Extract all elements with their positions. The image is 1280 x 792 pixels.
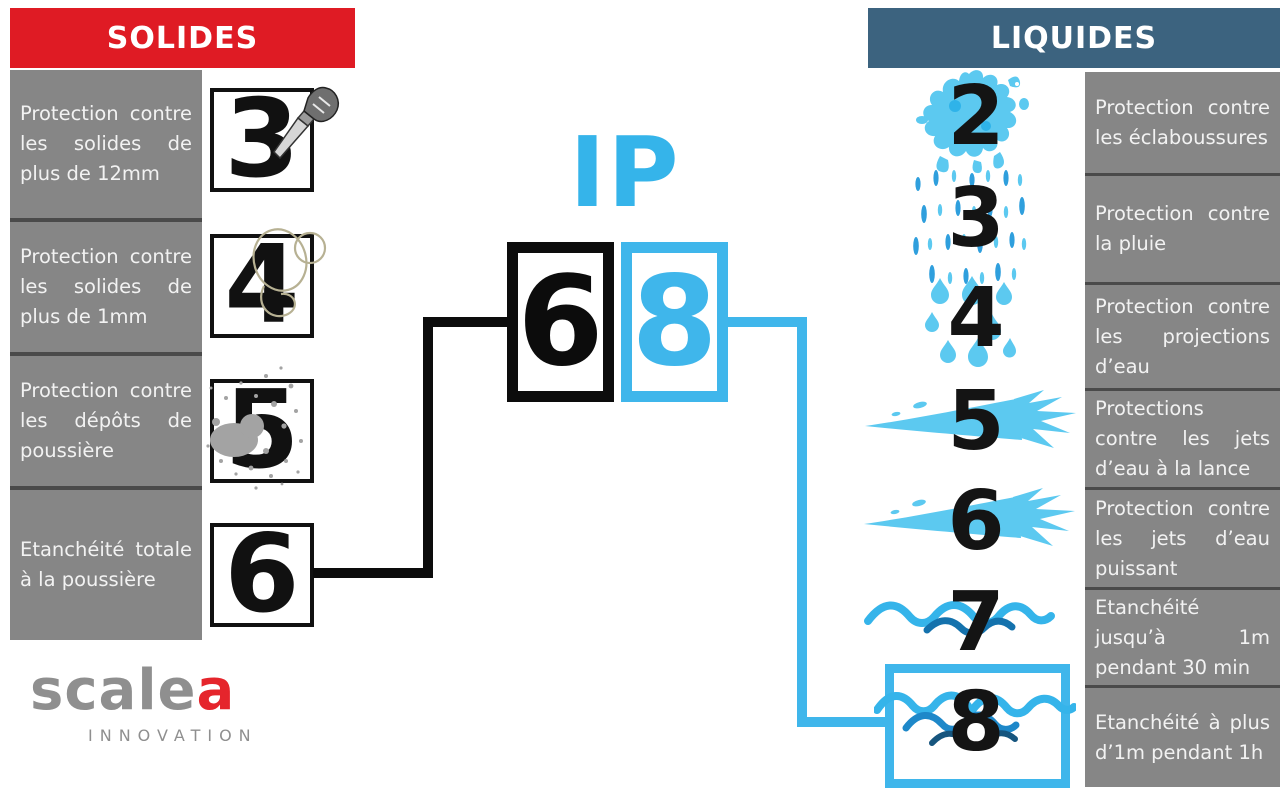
- liquid-item-8-label: Etanchéité à plus d’1m pendant 1h: [1085, 688, 1280, 787]
- ip-title: IP: [569, 116, 681, 229]
- waves-icon: [864, 601, 1055, 637]
- solid-level-6-box: 6: [210, 512, 314, 637]
- liquid-item-2-label: Protection contre les éclaboussures: [1085, 72, 1280, 173]
- drops-icon: [925, 276, 1016, 367]
- dust-icon: [206, 366, 303, 490]
- solid-level-6-digit: 6: [224, 512, 300, 637]
- wire-icon: [252, 228, 327, 318]
- solids-header: SOLIDES: [10, 8, 355, 68]
- liquid-level-3-digit: 3: [947, 171, 1005, 266]
- ip-liquid-digit: 8: [631, 250, 718, 394]
- liquid-item-6-label: Protection contre les jets d’eau puissan…: [1085, 490, 1280, 587]
- solid-item-6-label: Etanchéité totale à la poussière: [10, 490, 202, 640]
- solid-item-5-label: Protection contre les dépôts de poussièr…: [10, 356, 202, 486]
- water-jet-icon: [865, 390, 1076, 448]
- liquid-connector-line: [728, 317, 807, 327]
- deep-waves-icon: [874, 691, 1076, 749]
- ip-liquid-digit-box: 8: [621, 242, 728, 402]
- liquid-level-8-digit: 8: [947, 675, 1005, 770]
- solid-connector-line: [433, 317, 507, 327]
- liquids-panel: Protection contre les éclaboussures Prot…: [1085, 72, 1280, 787]
- solid-connector-line: [313, 568, 433, 578]
- liquid-level-5-digit: 5: [947, 374, 1005, 469]
- screwdriver-icon: [273, 86, 339, 160]
- solids-header-label: SOLIDES: [106, 20, 259, 56]
- rain-icon: [913, 170, 1027, 284]
- liquid-connector-line: [797, 717, 885, 727]
- logo-brand-prefix: scale: [30, 658, 197, 723]
- liquid-item-7-label: Etanchéité jusqu’à 1m pendant 30 min: [1085, 590, 1280, 685]
- ip-solid-digit: 6: [517, 250, 604, 394]
- liquid-item-3-label: Protection contre la pluie: [1085, 176, 1280, 282]
- solid-level-4-digit: 4: [224, 223, 300, 348]
- splash-icon: [916, 70, 1029, 174]
- liquid-level-7-digit: 7: [947, 575, 1005, 670]
- logo-subtitle: INNOVATION: [88, 726, 258, 745]
- liquid-level-6-digit: 6: [947, 474, 1005, 569]
- solid-connector-line: [423, 317, 433, 578]
- liquid-item-4-label: Protection contre les projections d’eau: [1085, 285, 1280, 388]
- liquid-level-4-digit: 4: [947, 271, 1005, 366]
- liquid-connector-line: [797, 317, 807, 727]
- liquid-level-2-digit: 2: [947, 69, 1005, 164]
- ip-solid-digit-box: 6: [507, 242, 614, 402]
- water-jet-icon: [864, 488, 1075, 546]
- liquids-header-label: LIQUIDES: [990, 20, 1158, 56]
- logo-brand-suffix: a: [196, 658, 236, 723]
- liquid-level-8-box: [885, 664, 1070, 788]
- liquid-item-5-label: Protections contre les jets d’eau à la l…: [1085, 391, 1280, 487]
- solid-item-3-label: Protection contre les solides de plus de…: [10, 70, 202, 218]
- solids-panel: Protection contre les solides de plus de…: [10, 70, 202, 640]
- solid-item-4-label: Protection contre les solides de plus de…: [10, 222, 202, 352]
- scalea-logo: scalea: [30, 658, 235, 723]
- liquids-header: LIQUIDES: [868, 8, 1280, 68]
